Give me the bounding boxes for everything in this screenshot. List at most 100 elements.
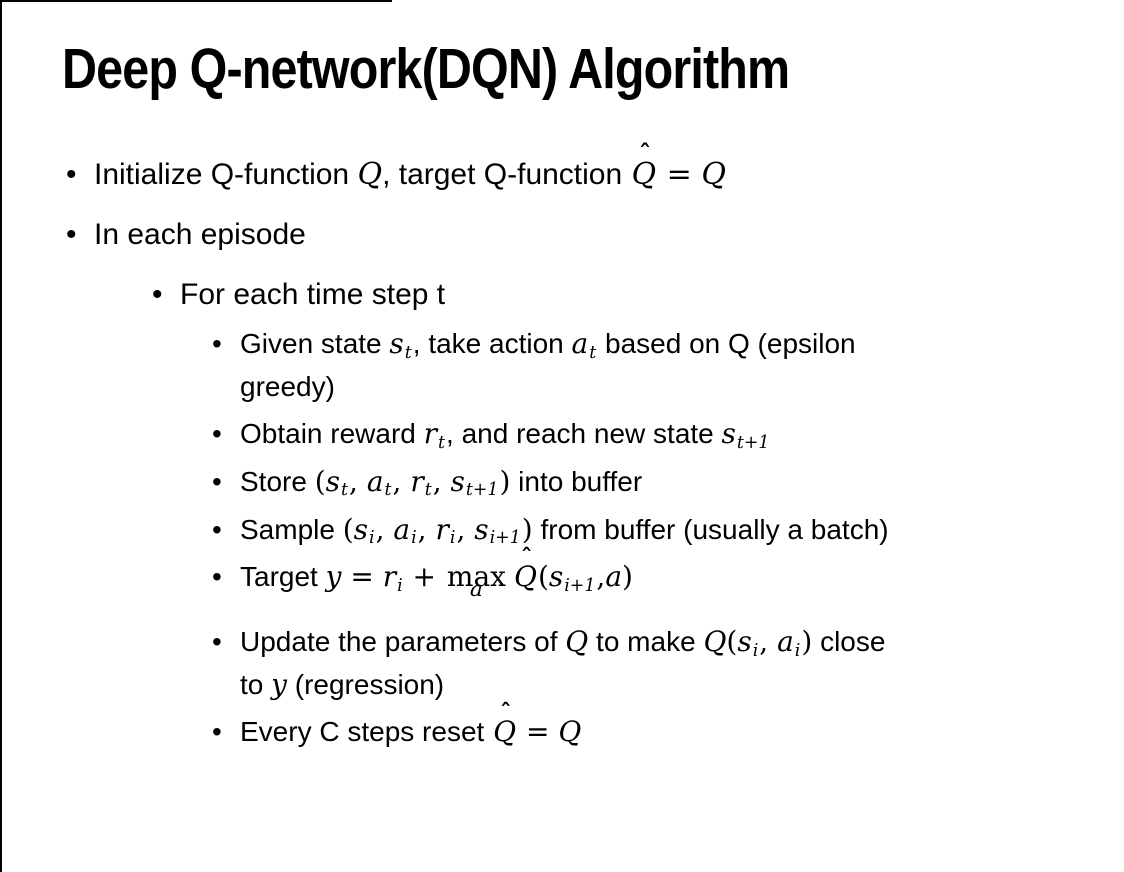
text-run: to [240, 669, 272, 701]
math-var: a [777, 625, 794, 659]
math-var: s [548, 560, 564, 594]
bullet-text: In each episode [94, 212, 1096, 257]
bullet-text: Initialize Q-function Q, target Q-functi… [94, 141, 1096, 197]
bullet-text: Obtain reward rt, and reach new state st… [240, 413, 1096, 456]
text-run: into buffer [510, 465, 643, 497]
text-run: greedy) [240, 370, 335, 402]
text-run: Obtain reward [240, 417, 424, 449]
bullet-item: • In each episode [0, 212, 1096, 257]
math-var: s [325, 464, 341, 498]
math-subscript: i+1 [489, 528, 521, 549]
math-op: = [517, 715, 559, 749]
bullet-text: Given state st, take action at based on … [240, 323, 1096, 408]
math-op: ) [622, 560, 633, 594]
math-subscript: t [438, 432, 446, 453]
math-subscript: t+1 [736, 432, 770, 453]
math-var: s [353, 512, 369, 546]
bullet-text: Store (st, at, rt, st+1) into buffer [240, 461, 1096, 504]
math-op: ) [499, 464, 511, 498]
math-var: s [737, 625, 752, 659]
math-subscript: t [424, 480, 432, 501]
hat-accent: ˆ [520, 544, 533, 571]
math-var: r [423, 416, 438, 450]
bullet-marker: • [212, 327, 222, 359]
text-run: close [812, 626, 886, 658]
bullet-item: • Given state st, take action at based on… [0, 323, 1096, 408]
math-subscript: i [397, 576, 403, 597]
math-subscript: t+1 [465, 480, 499, 501]
bullet-list: • Initialize Q-function Q, target Q-funct… [0, 141, 1124, 753]
math-op: ( [537, 560, 549, 594]
hat-base: Q [631, 156, 657, 192]
math-var: Q [558, 715, 582, 749]
math-subscript: t [341, 480, 348, 501]
math-op: , [417, 512, 436, 546]
bullet-item: •Update the parameters of Q to make Q(si… [0, 621, 1096, 706]
operator-name: max [446, 560, 506, 594]
text-run: Sample [240, 513, 343, 545]
math-var: s [450, 464, 465, 498]
bullet-marker: • [66, 217, 77, 251]
math-op: , [392, 464, 411, 498]
text-run: , take action [412, 327, 572, 359]
bullet-item: •Obtain reward rt, and reach new state s… [0, 413, 1096, 456]
bullet-item: •Initialize Q-function Q, target Q-funct… [0, 141, 1096, 197]
text-run: Target [240, 561, 326, 593]
bullet-text: Sample (si, ai, ri, si+1) from buffer (u… [240, 509, 1096, 552]
bullet-item: •Store (st, at, rt, st+1) into buffer [0, 461, 1096, 504]
math-var: Q [703, 625, 727, 659]
math-op: = [657, 156, 702, 192]
bullet-text: For each time step t [180, 272, 1096, 317]
math-var: s [721, 416, 736, 450]
text-run: , and reach new state [446, 417, 722, 449]
math-subscript: i+1 [564, 576, 596, 597]
slide-border-top [0, 0, 392, 2]
math-subscript: i [752, 641, 759, 662]
text-run: Given state [240, 327, 390, 359]
operator-under-var: a [469, 577, 483, 603]
hat-accent: ˆ [639, 138, 652, 168]
bullet-marker: • [152, 277, 163, 311]
math-op: + [403, 560, 445, 594]
text-run: from buffer (usually a batch) [532, 513, 889, 545]
math-op: , [432, 464, 451, 498]
math-var: y [325, 560, 342, 594]
bullet-marker: • [212, 513, 222, 545]
bullet-item: • For each time step t [0, 272, 1096, 317]
text-run: In each episode [94, 217, 306, 251]
math-op: , [596, 560, 606, 594]
math-var: Q [701, 156, 726, 192]
text-run: Store [240, 465, 315, 497]
math-var: r [435, 512, 449, 546]
math-op: , [375, 512, 394, 546]
math-op: ) [801, 625, 813, 659]
math-subscript: i [369, 528, 375, 549]
math-op: = [341, 560, 383, 594]
text-run: based on Q (epsilon [597, 327, 856, 359]
text-run: Update the parameters of [240, 626, 566, 658]
math-var: a [393, 512, 411, 546]
math-subscript: t [589, 342, 597, 363]
math-var: y [271, 668, 287, 702]
bullet-item: •Sample (si, ai, ri, si+1) from buffer (… [0, 509, 1096, 552]
math-op: ( [726, 625, 738, 659]
math-var: a [605, 560, 623, 594]
math-subscript: t [404, 342, 412, 363]
math-var: Q [357, 156, 383, 192]
math-subscript: i [794, 641, 801, 662]
hat-base: Q [493, 715, 517, 749]
math-subscript: t [384, 480, 392, 501]
math-op: , [456, 512, 475, 546]
math-op: ( [342, 512, 354, 546]
math-op: ) [521, 512, 533, 546]
math-op: ( [314, 464, 326, 498]
math-subscript: i [411, 528, 417, 549]
